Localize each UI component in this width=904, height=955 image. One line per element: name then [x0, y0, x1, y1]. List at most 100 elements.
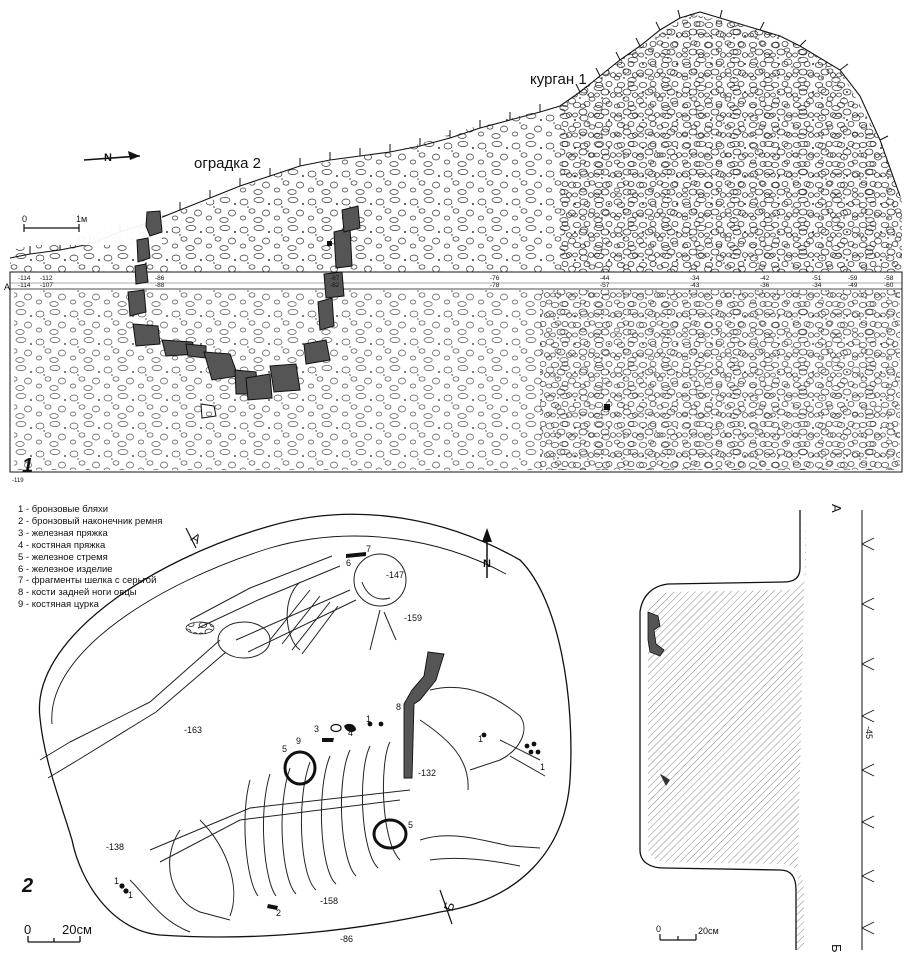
marker-9: 9 [296, 736, 301, 746]
legend-item: 9 - костяная цурка [18, 599, 99, 611]
top-depth-row: -114-112-86-87-76-44-34-42-51-59-58 [18, 275, 894, 282]
marker-6: 6 [346, 558, 351, 568]
depth-label: -36 [760, 282, 770, 289]
legend-item: 2 - бронзовый наконечник ремня [18, 515, 163, 527]
depth-label: -59 [848, 275, 858, 282]
section-a-label: А [4, 282, 10, 292]
grave-pit-inner-edge [51, 535, 507, 725]
section-bottom-letter: Б [829, 944, 844, 953]
profile-bone [647, 611, 665, 657]
section-depth: -45 [864, 726, 874, 739]
depth-132: -132 [418, 768, 436, 778]
datum-ticks [861, 537, 875, 935]
panel-2-burial: N 0 20см 2 А Б -147 -159 -163 -132 -138 … [21, 513, 572, 944]
depth-159: -159 [404, 613, 422, 623]
horse-skeleton [129, 686, 546, 933]
depth-label: -88 [155, 282, 165, 289]
scale-3-zero: 0 [656, 924, 661, 934]
legend-item: 5 - железное стремя [18, 551, 108, 563]
panel-1-plan: курган 1 оградка 2 N 0 1м А 1 -119 -114-… [4, 9, 903, 484]
iron-stirrup [372, 818, 408, 850]
human-skeleton [39, 553, 407, 779]
legend-item: 4 - костяная пряжка [18, 539, 106, 551]
profile-object [660, 774, 670, 786]
panel-2-number: 2 [21, 875, 33, 897]
sheep-leg-bones [403, 651, 445, 779]
marker-1: 1 [540, 762, 545, 772]
depth-158: -158 [320, 896, 338, 906]
grave-pit-outline [38, 513, 572, 938]
marker-1: 1 [366, 714, 371, 724]
panel-1-number: 1 [22, 455, 33, 477]
bottom-depth-row: -114 -107 -88 -82 -78 -57 -43 -36 -34 -49 -60 [18, 282, 894, 289]
depth-label: -87 [330, 275, 340, 282]
depth-label: -82 [330, 282, 340, 289]
scale-2-end: 20см [62, 922, 92, 937]
marker-1: 1 [478, 734, 483, 744]
scale-1-end: 1м [76, 214, 87, 224]
depth-163: -163 [184, 725, 202, 735]
section-top-letter: А [829, 504, 844, 513]
find-marker [327, 241, 332, 246]
marker-4: 4 [348, 728, 353, 738]
marker-1: 1 [128, 890, 133, 900]
depth-label: -57 [600, 282, 610, 289]
marker-8: 8 [396, 702, 401, 712]
depth-label: -114 [18, 275, 31, 282]
hand-bones [185, 621, 215, 635]
corner-depth: -119 [12, 478, 24, 484]
depth-147: -147 [386, 570, 404, 580]
depth-label: -112 [40, 275, 53, 282]
scale-2-zero: 0 [24, 922, 31, 937]
legend-item: 8 - кости задней ноги овцы [18, 587, 137, 599]
iron-buckle [330, 723, 342, 733]
marker-1: 1 [114, 876, 119, 886]
depth-label: -58 [884, 275, 894, 282]
legend: 1 - бронзовые бляхи 2 - бронзовый наконе… [18, 504, 188, 611]
section-a-marker: А [189, 530, 204, 547]
scale-3-end: 20см [698, 926, 719, 936]
section-profile: А Б -45 0 20см [639, 504, 875, 953]
pit-profile [639, 510, 801, 950]
depth-label: -60 [884, 282, 894, 289]
north-arrow-1: N [83, 151, 141, 164]
finds [119, 552, 541, 910]
scale-1-zero: 0 [22, 214, 27, 224]
depth-label: -76 [490, 275, 500, 282]
scale-bar-3: 0 20см [656, 924, 719, 941]
fence-2-label: оградка 2 [194, 155, 261, 172]
depth-label: -107 [40, 282, 53, 289]
depth-label: -34 [690, 275, 700, 282]
marker-2: 2 [276, 908, 281, 918]
iron-stirrup [283, 750, 317, 786]
depth-label: -49 [848, 282, 858, 289]
legend-item: 1 - бронзовые бляхи [18, 504, 109, 515]
marker-7: 7 [366, 544, 371, 554]
fence-2-stones [127, 205, 361, 419]
depth-label: -78 [490, 282, 500, 289]
profile-hatch [648, 510, 806, 950]
legend-item: 7 - фрагменты шелка с серьгой [18, 575, 157, 587]
north-label: N [483, 558, 491, 570]
depth-label: -114 [18, 282, 31, 289]
depth-label: -42 [760, 275, 770, 282]
depth-label: -43 [690, 282, 700, 289]
mound-1-stones-lower [540, 290, 900, 470]
legend-item: 3 - железная пряжка [18, 527, 108, 539]
section-line-a-2 [185, 527, 197, 549]
depth-label: -51 [812, 275, 822, 282]
marker-5: 5 [408, 820, 413, 830]
mound-1-stones [560, 14, 902, 272]
blank-area [12, 150, 162, 245]
depth-138: -138 [106, 842, 124, 852]
mound-1-label: курган 1 [530, 71, 587, 88]
north-arrow-2: N [482, 528, 492, 578]
depth-label: -34 [812, 282, 822, 289]
scale-bar-2: 0 20см [24, 922, 92, 943]
depth-label: -86 [155, 275, 165, 282]
legend-item: 6 - железное изделие [18, 563, 113, 575]
section-line-b [439, 889, 453, 925]
find-marker [604, 404, 610, 410]
scale-bar-1: 0 1м [22, 214, 87, 232]
